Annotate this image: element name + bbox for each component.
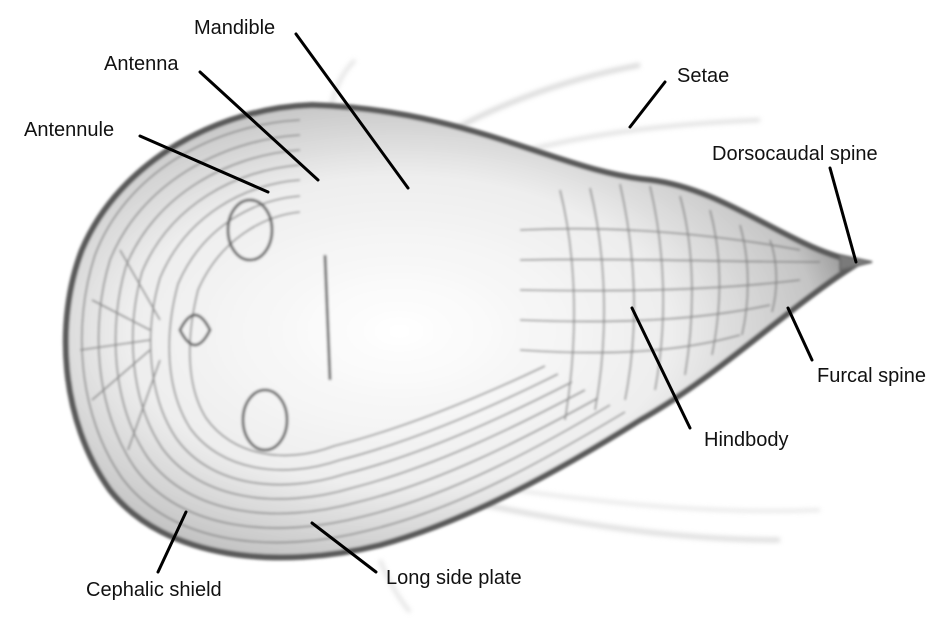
label-mandible: Mandible [194,17,275,39]
label-setae: Setae [677,65,729,87]
label-cephalic-shield: Cephalic shield [86,579,222,601]
label-dorsocaudal-spine: Dorsocaudal spine [712,143,878,165]
leader-furcal-spine [788,308,812,360]
label-antennule: Antennule [24,119,114,141]
leader-setae [630,82,665,127]
label-long-side-plate: Long side plate [386,567,522,589]
label-antenna: Antenna [104,53,179,75]
leader-dorsocaudal-spine [830,168,856,262]
organism-body [66,105,872,557]
label-hindbody: Hindbody [704,429,789,451]
label-furcal-spine: Furcal spine [817,365,926,387]
